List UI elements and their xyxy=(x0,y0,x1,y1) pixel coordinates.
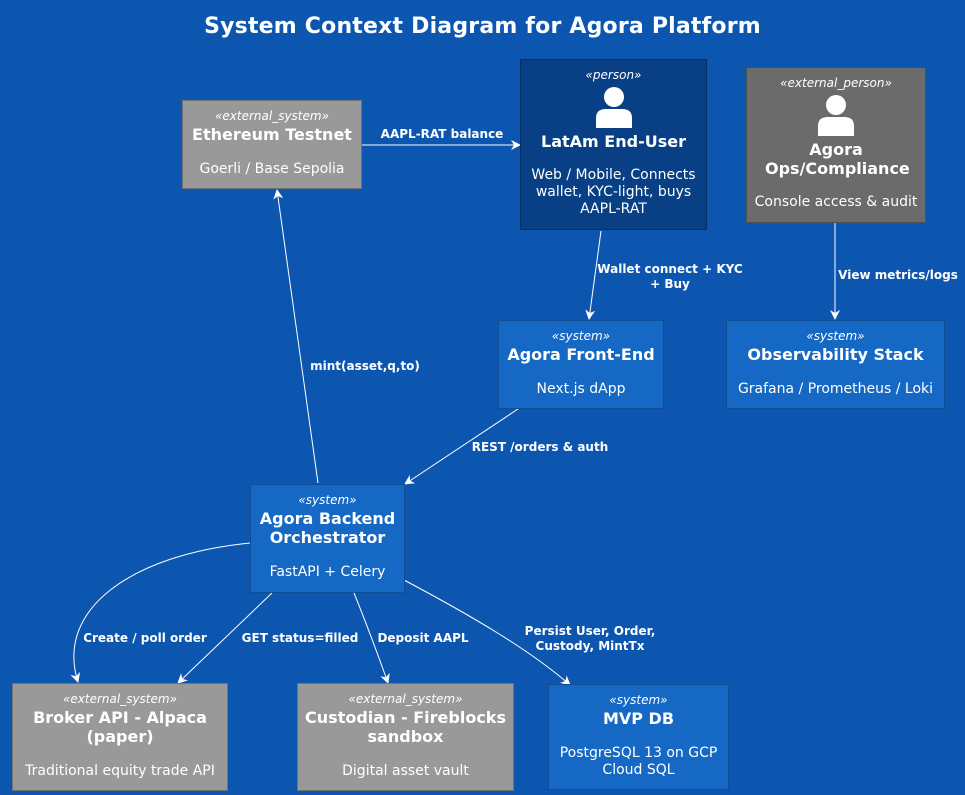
node-name: Custodian - Fireblocks sandbox xyxy=(305,708,506,746)
edge-label-backend-eth: mint(asset,q,to) xyxy=(310,359,420,373)
node-description: PostgreSQL 13 on GCP Cloud SQL xyxy=(559,745,718,778)
node-description: Console access & audit xyxy=(754,194,918,210)
edge-backend-broker-create xyxy=(70,542,251,683)
person-icon xyxy=(818,95,854,136)
node-stereotype: «external_system» xyxy=(348,692,463,706)
node-name: Broker API - Alpaca (paper) xyxy=(33,708,207,746)
node-name: Agora Front-End xyxy=(507,345,655,364)
node-stereotype: «system» xyxy=(609,693,668,707)
node-broker-api-alpaca[interactable]: «external_system» Broker API - Alpaca (p… xyxy=(12,683,228,791)
edge-broker-backend-status xyxy=(177,592,273,684)
node-custodian-fireblocks[interactable]: «external_system» Custodian - Fireblocks… xyxy=(297,683,514,791)
node-mvp-db[interactable]: «system» MVP DB PostgreSQL 13 on GCP Clo… xyxy=(548,684,729,790)
edge-label-backend-custodian: Deposit AAPL xyxy=(377,631,469,645)
edge-label-broker-backend-status: GET status=filled xyxy=(241,631,359,645)
node-latam-end-user[interactable]: «person» LatAm End-User Web / Mobile, Co… xyxy=(520,59,707,230)
node-name: MVP DB xyxy=(602,709,675,728)
node-description: Goerli / Base Sepolia xyxy=(199,161,345,177)
edge-backend-eth xyxy=(273,189,319,484)
node-name: LatAm End-User xyxy=(541,132,686,151)
node-name: Ethereum Testnet xyxy=(192,125,352,144)
edge-label-ops-obs: View metrics/logs xyxy=(838,268,958,282)
node-description: Traditional equity trade API xyxy=(25,763,215,779)
edge-label-backend-db: Persist User, Order, Custody, MintTx xyxy=(524,624,656,653)
edge-label-backend-broker-create: Create / poll order xyxy=(83,631,207,645)
node-name: Observability Stack xyxy=(747,345,924,364)
node-agora-backend-orchestrator[interactable]: «system» Agora Backend Orchestrator Fast… xyxy=(250,484,405,593)
edge-label-eth-user: AAPL-RAT balance xyxy=(380,127,504,141)
node-stereotype: «system» xyxy=(806,329,865,343)
node-stereotype: «external_system» xyxy=(63,692,177,706)
node-description: Grafana / Prometheus / Loki xyxy=(737,381,934,397)
node-description: Web / Mobile, Connects wallet, KYC-light… xyxy=(531,167,696,217)
node-ethereum-testnet[interactable]: «external_system» Ethereum Testnet Goerl… xyxy=(182,100,362,189)
edge-frontend-backend xyxy=(404,408,519,485)
node-description: Next.js dApp xyxy=(536,381,626,397)
node-description: FastAPI + Celery xyxy=(269,564,386,580)
edge-user-frontend xyxy=(585,230,602,320)
node-agora-front-end[interactable]: «system» Agora Front-End Next.js dApp xyxy=(498,320,664,409)
node-observability-stack[interactable]: «system» Observability Stack Grafana / P… xyxy=(726,320,945,409)
edge-label-frontend-backend: REST /orders & auth xyxy=(471,440,609,454)
edge-backend-custodian xyxy=(353,592,390,684)
node-name: Agora Ops/Compliance xyxy=(765,140,910,178)
node-stereotype: «system» xyxy=(298,493,357,507)
node-stereotype: «system» xyxy=(551,329,611,343)
person-icon xyxy=(595,87,632,128)
node-name: Agora Backend Orchestrator xyxy=(259,509,396,547)
node-agora-ops-compliance[interactable]: «external_person» Agora Ops/Compliance C… xyxy=(746,67,926,223)
node-stereotype: «person» xyxy=(585,68,642,82)
node-stereotype: «external_person» xyxy=(780,76,892,90)
node-stereotype: «external_system» xyxy=(215,109,329,123)
node-description: Digital asset vault xyxy=(342,763,469,779)
edge-label-user-frontend: Wallet connect + KYC + Buy xyxy=(597,262,743,291)
diagram-title: System Context Diagram for Agora Platfor… xyxy=(204,14,761,39)
edge-backend-db xyxy=(403,579,571,686)
